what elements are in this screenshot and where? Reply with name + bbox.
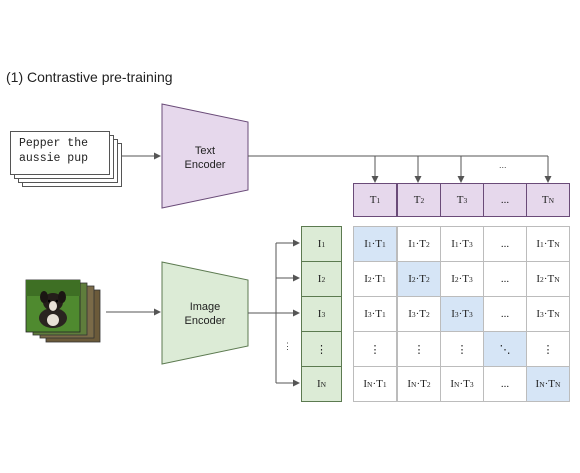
matrix-cell-1-4: ... (483, 226, 527, 262)
image-encoder-label-line1: Image (189, 301, 221, 313)
text-drop-arrows (371, 156, 552, 183)
matrix-cell-4-3: ⋮ (440, 331, 484, 367)
text-input-card: Pepper the aussie pup (10, 131, 110, 175)
matrix-cell-4-2: ⋮ (397, 331, 441, 367)
diagram-title: (1) Contrastive pre-training (6, 69, 173, 85)
image-encoder-label-line2: Encoder (184, 315, 226, 327)
image-branch-arrows (276, 239, 300, 387)
image-encoder-shape (161, 261, 249, 365)
text-encoder-label-line2: Encoder (184, 159, 226, 171)
image-bus-ellipsis: ⋮ (283, 341, 292, 351)
text-encoder-shape (161, 103, 249, 209)
matrix-cell-4-1: ⋮ (353, 331, 397, 367)
image-embedding-4: ⋮ (301, 331, 342, 367)
text-embedding-4: ... (483, 183, 527, 217)
text-input-content: Pepper the aussie pup (19, 136, 88, 166)
puppy-photo (25, 279, 81, 333)
matrix-cell-4-5: ⋮ (526, 331, 570, 367)
matrix-cell-3-4: ... (483, 296, 527, 332)
text-encoder-label: Text Encoder (168, 144, 242, 172)
text-encoder-label-line1: Text (194, 145, 216, 157)
matrix-cell-2-4: ... (483, 261, 527, 297)
matrix-cell-4-4: ⋱ (483, 331, 527, 367)
matrix-cell-5-4: ... (483, 366, 527, 402)
text-input-line-2: aussie pup (19, 152, 89, 165)
image-encoder-label: Image Encoder (168, 300, 242, 328)
text-bus-ellipsis: ... (499, 160, 507, 170)
text-input-line-1: Pepper the (19, 137, 89, 150)
